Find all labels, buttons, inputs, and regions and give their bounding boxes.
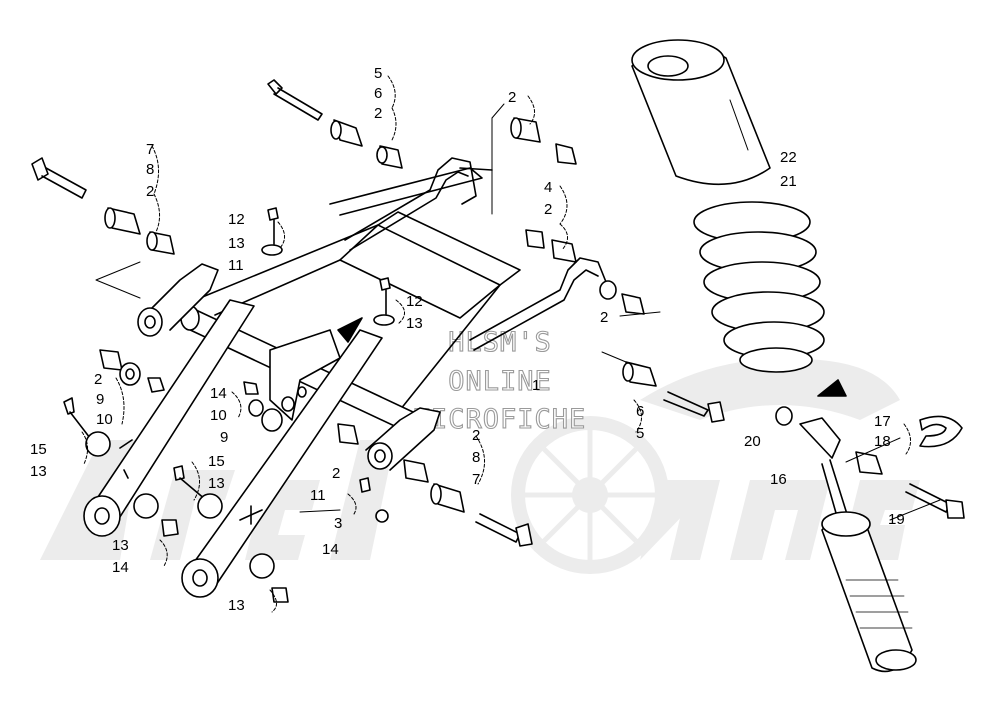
right-upper-bushings (510, 117, 577, 263)
callout-22: 22 (780, 149, 797, 166)
line-art (31, 39, 965, 673)
watermark-line-3: MICROFICHE (414, 404, 587, 435)
left-link-arm (83, 299, 255, 537)
callout-7: 7 (472, 471, 480, 488)
callout-2: 2 (94, 371, 102, 388)
callout-14: 14 (210, 385, 227, 402)
callout-9: 9 (220, 429, 228, 446)
center-bracket (269, 329, 341, 421)
callout-1: 1 (532, 377, 540, 394)
callout-labels: 5 6 2 2 7 8 2 12 13 11 4 2 12 13 2 1 2 9… (30, 65, 905, 614)
brand-watermark-logo (40, 358, 920, 574)
callout-20: 20 (744, 433, 761, 450)
watermark: HLSM'S ONLINE MICROFICHE (40, 326, 920, 574)
callout-18: 18 (874, 433, 891, 450)
callout-5: 5 (374, 65, 382, 82)
callout-14: 14 (112, 559, 129, 576)
callout-13: 13 (30, 463, 47, 480)
callout-8: 8 (472, 449, 480, 466)
callout-2: 2 (374, 105, 382, 122)
callout-13: 13 (208, 475, 225, 492)
callout-7: 7 (146, 141, 154, 158)
callout-4: 4 (544, 179, 552, 196)
callout-17: 17 (874, 413, 891, 430)
top-bolt-assembly (267, 79, 403, 169)
callout-9: 9 (96, 391, 104, 408)
callout-15: 15 (208, 453, 225, 470)
watermark-line-1: HLSM'S (448, 327, 552, 358)
callout-13: 13 (112, 537, 129, 554)
callout-2: 2 (146, 183, 154, 200)
left-bolt-assembly (31, 157, 175, 255)
callout-11: 11 (310, 487, 326, 504)
callout-2: 2 (508, 89, 516, 106)
callout-13: 13 (228, 597, 245, 614)
callout-6: 6 (374, 85, 382, 102)
center-hardware (173, 207, 395, 603)
callout-21: 21 (780, 173, 797, 190)
callout-10: 10 (96, 411, 113, 428)
callout-2: 2 (544, 201, 552, 218)
callout-5: 5 (636, 425, 644, 442)
leader-lines (81, 75, 911, 613)
callout-6: 6 (636, 403, 644, 420)
shock-absorber (775, 406, 965, 673)
callout-2: 2 (472, 427, 480, 444)
callout-10: 10 (210, 407, 227, 424)
shock-spring (693, 201, 847, 397)
callout-2: 2 (332, 465, 340, 482)
right-link-arm (181, 329, 383, 598)
callout-16: 16 (770, 471, 787, 488)
callout-19: 19 (888, 511, 905, 528)
watermark-line-2: ONLINE (448, 366, 552, 397)
callout-2: 2 (600, 309, 608, 326)
leader-solid-lines (95, 103, 941, 521)
shock-boot (631, 39, 771, 186)
callout-3: 3 (334, 515, 342, 532)
callout-8: 8 (146, 161, 154, 178)
callout-12: 12 (228, 211, 245, 228)
lower-right-hardware (337, 293, 725, 547)
left-hardware (63, 349, 179, 537)
callout-12: 12 (406, 293, 423, 310)
callout-13: 13 (228, 235, 245, 252)
callout-14: 14 (322, 541, 339, 558)
callout-15: 15 (30, 441, 47, 458)
callout-11: 11 (228, 257, 244, 274)
callout-13: 13 (406, 315, 423, 332)
